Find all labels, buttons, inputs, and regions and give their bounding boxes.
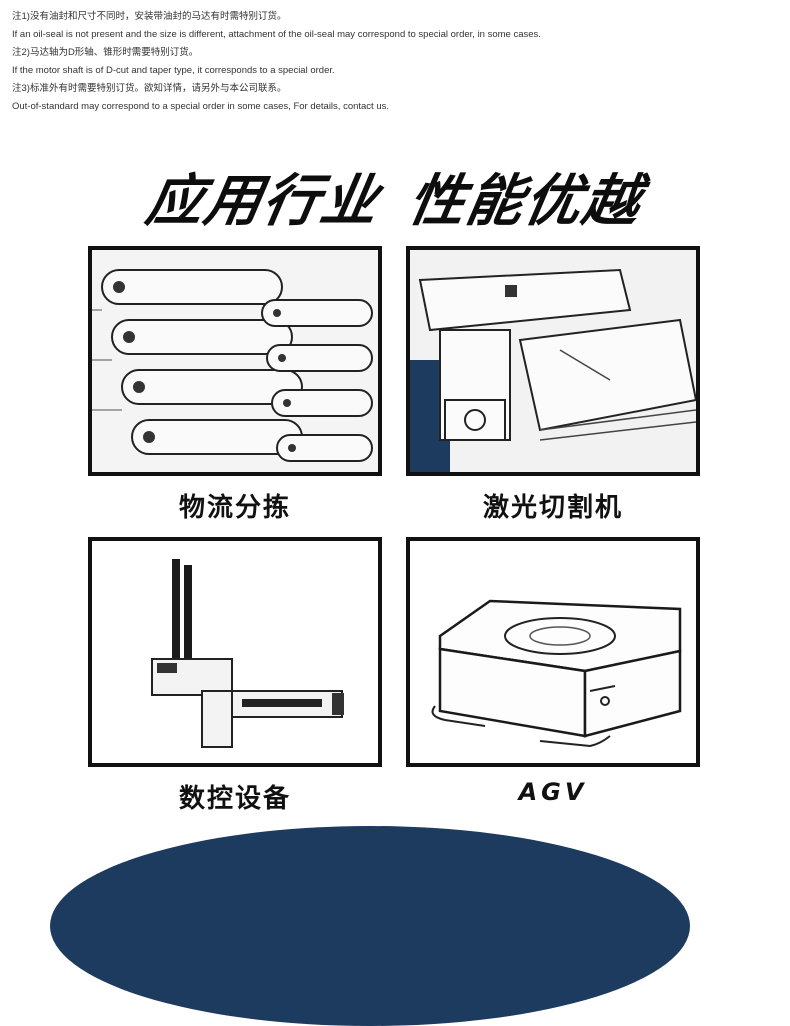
note-line: 注2)马达轴为D形轴、锥形时需要特别订货。 bbox=[12, 47, 199, 58]
heading-performance: 性能优越 bbox=[403, 168, 647, 234]
caption-cnc: 数控设备 bbox=[178, 784, 291, 814]
cnc-manipulator-image bbox=[92, 541, 378, 763]
caption-logistics: 物流分拣 bbox=[178, 493, 291, 523]
caption-agv: AGV bbox=[518, 778, 588, 806]
note-line: 注1)没有油封和尺寸不同时，安装带油封的马达有时需特别订货。 bbox=[12, 11, 287, 22]
application-card-logistics bbox=[88, 246, 382, 476]
note-line: If an oil-seal is not present and the si… bbox=[12, 29, 541, 40]
agv-robot-image bbox=[410, 541, 696, 763]
conveyor-sorting-image bbox=[92, 250, 378, 472]
note-line: 注3)标准外有时需要特别订货。欲知详情，请另外与本公司联系。 bbox=[12, 83, 287, 94]
notes-block: 注1)没有油封和尺寸不同时，安装带油封的马达有时需特别订货。 If an oil… bbox=[12, 8, 772, 116]
section-heading: 应用行业 性能优越 bbox=[0, 156, 790, 236]
note-line: Out-of-standard may correspond to a spec… bbox=[12, 101, 390, 112]
application-card-laser bbox=[406, 246, 700, 476]
decorative-arc bbox=[50, 826, 690, 1026]
application-card-cnc bbox=[88, 537, 382, 767]
caption-laser: 激光切割机 bbox=[482, 493, 623, 523]
heading-applications: 应用行业 bbox=[141, 168, 385, 234]
laser-cutter-image bbox=[410, 250, 696, 472]
application-card-agv bbox=[406, 537, 700, 767]
note-line: If the motor shaft is of D-cut and taper… bbox=[12, 65, 335, 76]
